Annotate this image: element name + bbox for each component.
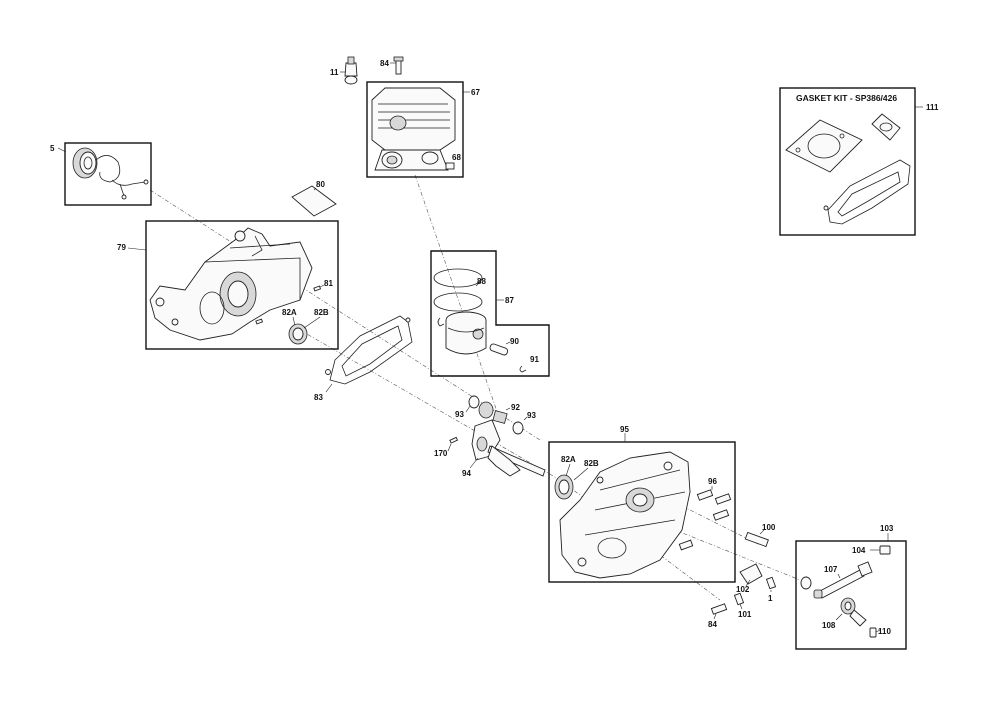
part-80-group: 80 [291, 180, 337, 217]
circlip-91 [519, 365, 527, 373]
label-104: 104 [852, 546, 866, 555]
stud-96d [678, 539, 694, 551]
label-103: 103 [880, 524, 894, 533]
studs-group: 96 100 102 1 84 101 [678, 477, 777, 629]
cylinder-part [371, 87, 456, 171]
part-87-box [430, 250, 550, 377]
label-84-top: 84 [380, 59, 389, 68]
stud-96a [696, 489, 714, 501]
label-82b-right: 82B [584, 459, 599, 468]
label-82a-left: 82A [282, 308, 297, 317]
label-111: 111 [926, 103, 939, 112]
label-94: 94 [462, 469, 471, 478]
label-5: 5 [50, 144, 55, 153]
label-82a-right: 82A [561, 455, 576, 464]
label-100: 100 [762, 523, 776, 532]
label-87: 87 [505, 296, 514, 305]
part-11-84-group: 11 84 [330, 56, 404, 85]
needle-bearing-92 [478, 401, 494, 419]
adjust-screw-107 [813, 561, 873, 599]
gasket-83 [329, 315, 413, 385]
piston-ring-88a [433, 268, 483, 288]
piston-part [445, 311, 487, 355]
decompression-valve-11 [344, 62, 358, 77]
label-67: 67 [471, 88, 480, 97]
oil-pump-108 [840, 597, 867, 627]
label-95: 95 [620, 425, 629, 434]
label-11: 11 [330, 68, 339, 77]
gasket-kit-box [779, 87, 916, 236]
part-5-group: 5 [50, 142, 152, 206]
part-87-group: 88 87 90 91 [430, 250, 550, 377]
crankshaft-group: 93 92 93 170 94 [434, 395, 546, 478]
label-170: 170 [434, 449, 448, 458]
stud-96b [714, 493, 732, 505]
crankcase-right-part [559, 451, 691, 579]
pin-101 [733, 592, 745, 606]
part-103-box [795, 540, 907, 650]
part-67-box [366, 81, 464, 178]
label-96: 96 [708, 477, 717, 486]
label-108: 108 [822, 621, 836, 630]
part-95-box [548, 441, 736, 583]
stud-96c [712, 509, 730, 521]
part-67-group: 67 68 [366, 81, 480, 178]
gasket-kit-title: GASKET KIT - SP386/426 [796, 93, 897, 103]
screw-84-bottom [710, 603, 728, 615]
label-82b-left: 82B [314, 308, 329, 317]
plug-104 [879, 545, 891, 555]
stud-100 [744, 531, 769, 548]
label-93-right: 93 [527, 411, 536, 420]
ignition-coil-part [72, 147, 149, 200]
piston-pin-90 [489, 343, 509, 356]
washer-93b [512, 421, 524, 435]
label-92: 92 [511, 403, 520, 412]
label-1: 1 [768, 594, 773, 603]
label-68: 68 [452, 153, 461, 162]
piston-ring-88b [433, 292, 483, 312]
screw-110 [869, 627, 877, 638]
label-80: 80 [316, 180, 325, 189]
part-103-group: 103 104 107 108 110 [795, 524, 907, 650]
part-95-group: 95 82A 82B [548, 425, 736, 583]
label-79: 79 [117, 243, 126, 252]
crankcase-gasket-kit-part [827, 159, 911, 225]
part-5-box [64, 142, 152, 206]
label-93-left: 93 [455, 410, 464, 419]
label-91: 91 [530, 355, 539, 364]
pin-82a-left [255, 318, 264, 325]
washer-oil [800, 576, 812, 590]
part-80-sheet [291, 185, 337, 217]
part-79-box [145, 220, 339, 350]
label-88: 88 [477, 277, 486, 286]
screw-84-top [395, 59, 402, 75]
label-90: 90 [510, 337, 519, 346]
crankshaft-part [471, 419, 546, 477]
label-101: 101 [738, 610, 752, 619]
circlip-left [437, 317, 445, 327]
exhaust-gasket-part [871, 113, 901, 141]
bracket-102 [739, 563, 763, 585]
label-84-bottom: 84 [708, 620, 717, 629]
screw-68 [445, 162, 455, 170]
label-83: 83 [314, 393, 323, 402]
part-79-group: 79 81 82A 82B [117, 220, 339, 350]
pin-81 [313, 285, 322, 292]
label-110: 110 [878, 627, 891, 636]
label-102: 102 [736, 585, 750, 594]
label-81: 81 [324, 279, 333, 288]
part-83-group: 83 [314, 315, 413, 402]
part-111-group: GASKET KIT - SP386/426 111 [779, 87, 939, 236]
screw-1 [765, 576, 777, 590]
label-107: 107 [824, 565, 838, 574]
crankcase-half-part [149, 227, 313, 341]
cylinder-gasket-part [785, 119, 863, 173]
pin-170 [449, 436, 459, 444]
washer-93a [468, 395, 480, 409]
